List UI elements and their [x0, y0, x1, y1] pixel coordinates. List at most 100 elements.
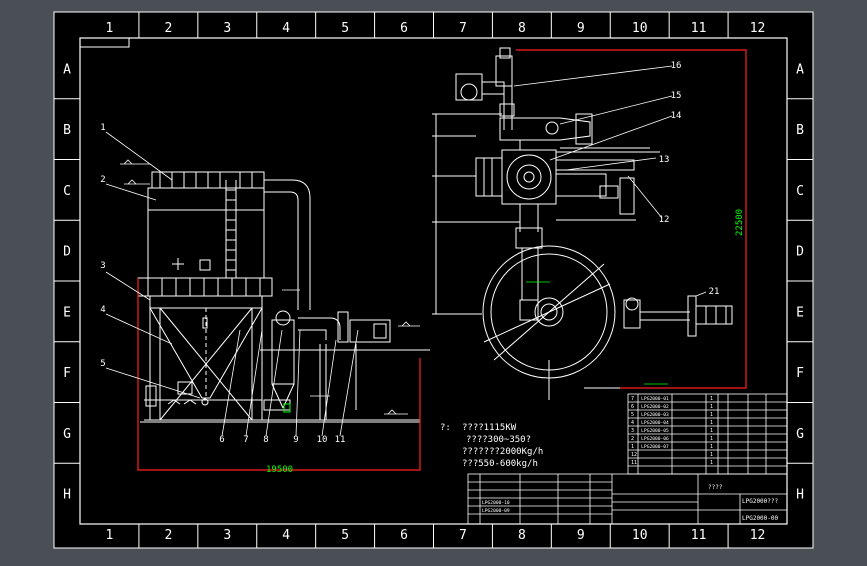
left-callout-leaders — [105, 131, 359, 437]
row-label: G — [63, 427, 71, 442]
svg-text:6: 6 — [631, 404, 634, 410]
part-code: LPG2000-03 — [641, 412, 669, 418]
drawing-sheet — [53, 11, 814, 549]
part-code: LPG2000-07 — [641, 444, 669, 450]
svg-text:1: 1 — [631, 444, 634, 450]
note-line-4: ???550-600kg/h — [462, 459, 538, 469]
column-label: 10 — [632, 21, 648, 36]
column-label: 9 — [577, 528, 585, 543]
row-label: H — [796, 488, 804, 503]
right-boundary — [516, 49, 747, 389]
row-label: C — [796, 184, 804, 199]
column-label: 3 — [223, 528, 231, 543]
left-callout: 11 — [335, 435, 346, 445]
hopper-cone — [149, 307, 263, 399]
svg-text:1: 1 — [710, 436, 713, 442]
drawing-number-alt: LPG2000-00 — [742, 515, 779, 522]
left-callout: 4 — [100, 305, 105, 315]
note-line-3: ???????2000Kg/h — [462, 447, 543, 457]
left-callout: 9 — [293, 435, 298, 445]
column-label: 6 — [400, 528, 408, 543]
valve-marker — [283, 403, 291, 413]
zone-ticks — [54, 12, 813, 548]
column-label: 10 — [632, 528, 648, 543]
column-label: 8 — [518, 21, 526, 36]
right-callout-leaders — [513, 65, 707, 297]
svg-text:11: 11 — [631, 460, 637, 466]
row-label: D — [796, 245, 804, 260]
column-label: 3 — [223, 21, 231, 36]
parts-list — [627, 393, 788, 475]
part-code: LPG2000-04 — [641, 420, 669, 426]
technical-notes: ?: ????1115KW ????300~350? ???????2000Kg… — [440, 423, 543, 469]
column-label: 5 — [341, 21, 349, 36]
note-line-2: ????300~350? — [466, 435, 531, 445]
left-callout: 6 — [219, 435, 224, 445]
row-label: H — [63, 488, 71, 503]
plan-view — [432, 47, 733, 400]
column-label: 11 — [691, 21, 707, 36]
right-callout: 12 — [659, 215, 670, 225]
row-label: C — [63, 184, 71, 199]
column-label: 7 — [459, 528, 467, 543]
svg-text:1: 1 — [710, 396, 713, 402]
lower-code-2: LPG2000-09 — [482, 508, 510, 514]
column-label: 4 — [282, 528, 290, 543]
row-label: B — [796, 123, 804, 138]
row-label: A — [796, 62, 804, 77]
lower-code-1: LPG2000-10 — [482, 500, 510, 506]
svg-text:7: 7 — [631, 396, 634, 402]
svg-text:1: 1 — [710, 444, 713, 450]
part-code: LPG2000-01 — [641, 396, 669, 402]
right-callout: 13 — [659, 155, 670, 165]
svg-text:2: 2 — [631, 436, 634, 442]
column-label: 8 — [518, 528, 526, 543]
drawing-number: LPG2000??? — [742, 498, 779, 505]
column-label: 7 — [459, 21, 467, 36]
corner-mark — [80, 38, 130, 48]
row-label: B — [63, 123, 71, 138]
svg-text:1: 1 — [710, 460, 713, 466]
column-label: 5 — [341, 528, 349, 543]
row-label: E — [796, 305, 804, 320]
svg-text:12: 12 — [631, 452, 637, 458]
left-callout: 1 — [100, 123, 105, 133]
svg-text:3: 3 — [631, 428, 634, 434]
right-callout: 21 — [709, 287, 720, 297]
left-boundary — [137, 278, 421, 471]
column-label: 11 — [691, 528, 707, 543]
svg-text:5: 5 — [631, 412, 634, 418]
note-line-1: ????1115KW — [462, 423, 517, 433]
column-label: 4 — [282, 21, 290, 36]
left-callout: 3 — [100, 261, 105, 271]
svg-text:1: 1 — [710, 404, 713, 410]
svg-text:1: 1 — [710, 452, 713, 458]
drawing-name: ???? — [708, 484, 723, 491]
column-label: 9 — [577, 21, 585, 36]
column-label: 12 — [750, 528, 766, 543]
row-label: F — [796, 366, 804, 381]
svg-text:1: 1 — [710, 428, 713, 434]
row-label: D — [63, 245, 71, 260]
part-code: LPG2000-02 — [641, 404, 669, 410]
tower-plan-circle — [506, 154, 552, 200]
row-label: F — [63, 366, 71, 381]
right-callout: 16 — [671, 61, 682, 71]
row-label: E — [63, 305, 71, 320]
svg-text:4: 4 — [631, 420, 634, 426]
column-label: 1 — [106, 528, 114, 543]
left-callout: 10 — [317, 435, 328, 445]
right-callout: 14 — [671, 111, 682, 121]
notes-lead: ?: — [440, 423, 451, 433]
column-label: 6 — [400, 21, 408, 36]
part-code: LPG2000-06 — [641, 436, 669, 442]
left-callout: 5 — [100, 359, 105, 369]
